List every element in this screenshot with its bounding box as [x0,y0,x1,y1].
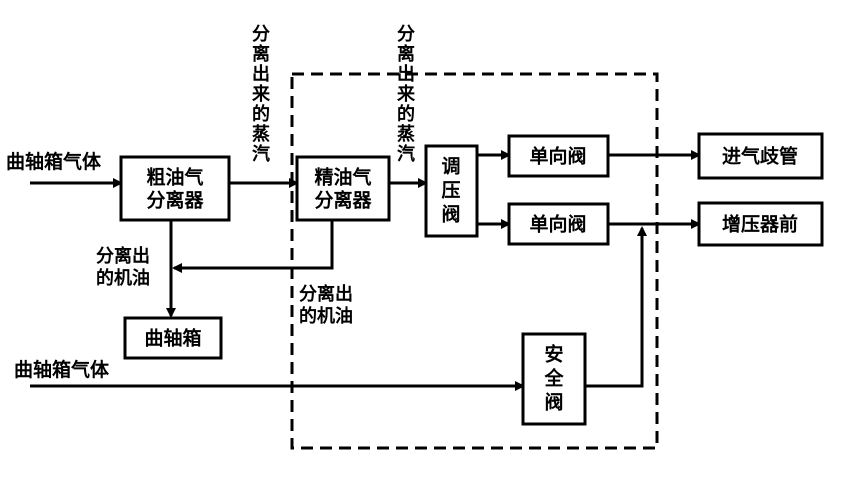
vapor2-char-5: 蒸 [397,124,415,145]
coarse-separator-block: 粗油气 分离器 [119,155,231,222]
separated-oil-mid-line1: 分离出 [299,283,353,305]
vapor2-char-2: 出 [397,63,415,85]
vapor2-char-6: 汽 [397,143,415,165]
check-valve-upper-label: 单向阀 [529,145,586,168]
line-fine-oil-return [172,220,334,273]
before-turbo-label: 增压器前 [722,213,798,236]
separated-oil-left-line1: 分离出 [96,245,150,267]
safety-valve-block: 安 全 阀 [521,332,587,426]
coarse-separator-line2: 分离器 [146,189,204,212]
crankcase-label: 曲轴箱 [144,327,201,350]
safety-valve-char2: 全 [543,367,564,390]
vapor1-char-6: 汽 [252,143,270,165]
vapor2-char-4: 的 [397,103,415,125]
vapor1-char-3: 来 [251,84,271,105]
check-valve-lower-label: 单向阀 [529,213,586,236]
safety-valve-char3: 阀 [544,391,563,414]
vapor2-char-1: 离 [397,43,415,65]
vapor1-char-1: 离 [252,43,270,65]
vapor1-char-0: 分 [252,24,270,45]
vapor1-char-2: 出 [252,63,270,85]
separated-vapor-label-1: 分 离 出 来 的 蒸 汽 [251,24,271,165]
crankcase-gas-label-top: 曲轴箱气体 [6,150,102,173]
pressure-regulator-block: 调 压 阀 [424,144,479,238]
crankcase-gas-label-bottom: 曲轴箱气体 [14,358,110,381]
vapor2-char-3: 来 [396,84,416,105]
check-valve-lower-block: 单向阀 [507,202,610,246]
intake-manifold-block: 进气歧管 [697,132,824,180]
line-safety-to-branch [585,226,647,388]
fine-separator-line2: 分离器 [314,189,372,212]
dashed-boundary [290,72,659,450]
intake-manifold-label: 进气歧管 [722,145,798,168]
crankcase-block: 曲轴箱 [123,316,223,360]
pressure-regulator-char3: 阀 [441,203,460,226]
before-turbo-block: 增压器前 [697,201,824,247]
vapor1-char-5: 蒸 [252,124,270,145]
separated-oil-mid-line2: 的机油 [299,305,353,327]
fine-separator-block: 精油气 分离器 [295,155,391,222]
vapor1-char-4: 的 [252,103,270,125]
separated-oil-left-line2: 的机油 [96,267,150,289]
pressure-regulator-char1: 调 [441,156,460,178]
separated-vapor-label-2: 分 离 出 来 的 蒸 汽 [396,24,416,165]
safety-valve-char1: 安 [544,343,563,366]
coarse-separator-line1: 粗油气 [146,166,203,189]
pressure-regulator-char2: 压 [441,180,460,202]
check-valve-upper-block: 单向阀 [507,134,610,178]
vapor2-char-0: 分 [397,24,415,45]
fine-separator-line1: 精油气 [314,166,371,189]
